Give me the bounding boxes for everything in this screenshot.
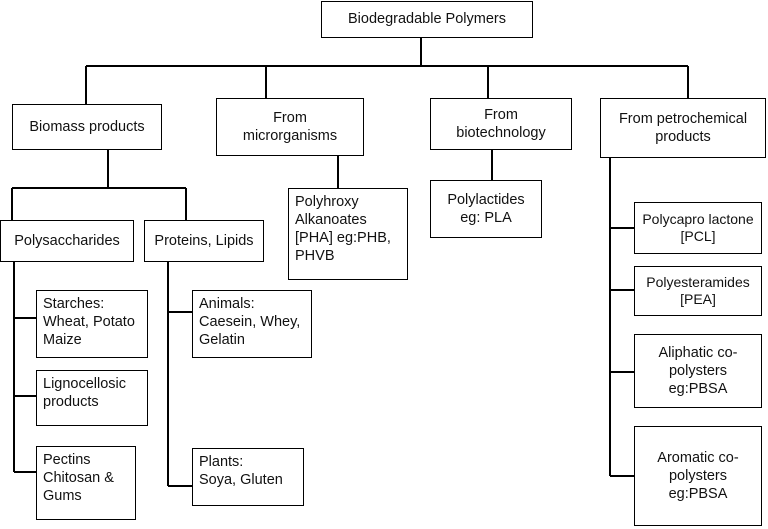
proteins-lipids-label: Proteins, Lipids — [154, 232, 254, 249]
starches-label: Starches: Wheat, Potato Maize — [43, 296, 135, 349]
category-biomass-products: Biomass products — [12, 104, 162, 150]
plants-node: Plants: Soya, Gluten — [192, 448, 304, 506]
biotechnology-label: From biotechnology — [456, 106, 546, 141]
starches-node: Starches: Wheat, Potato Maize — [36, 290, 148, 358]
pea-node: Polyesteramides [PEA] — [634, 266, 762, 316]
aromatic-label: Aromatic co- polysters eg:PBSA — [657, 449, 739, 503]
lignocellosic-node: Lignocellosic products — [36, 370, 148, 426]
proteins-lipids-node: Proteins, Lipids — [144, 220, 264, 262]
pectins-label: Pectins Chitosan & Gums — [43, 452, 114, 505]
pla-label: Polylactides eg: PLA — [447, 191, 525, 226]
microorganisms-label: From microrganisms — [242, 109, 338, 144]
animals-node: Animals: Caesein, Whey, Gelatin — [192, 290, 312, 358]
category-from-petrochemical: From petrochemical products — [600, 98, 766, 158]
pla-node: Polylactides eg: PLA — [430, 180, 542, 238]
animals-label: Animals: Caesein, Whey, Gelatin — [199, 296, 301, 349]
aliphatic-node: Aliphatic co- polysters eg:PBSA — [634, 334, 762, 408]
category-from-biotechnology: From biotechnology — [430, 98, 572, 150]
polysaccharides-node: Polysaccharides — [0, 220, 134, 262]
category-from-microorganisms: From microrganisms — [216, 98, 364, 156]
pea-label: Polyesteramides [PEA] — [646, 273, 750, 308]
root-node: Biodegradable Polymers — [321, 1, 533, 38]
pectins-node: Pectins Chitosan & Gums — [36, 446, 136, 520]
polysaccharides-label: Polysaccharides — [14, 232, 120, 249]
pha-node: Polyhroxy Alkanoates [PHA] eg:PHB, PHVB — [288, 188, 408, 280]
petrochemical-label: From petrochemical products — [618, 110, 748, 145]
biomass-label: Biomass products — [29, 118, 145, 135]
aromatic-node: Aromatic co- polysters eg:PBSA — [634, 426, 762, 526]
root-label: Biodegradable Polymers — [348, 11, 506, 28]
aliphatic-label: Aliphatic co- polysters eg:PBSA — [658, 344, 738, 398]
pha-label: Polyhroxy Alkanoates [PHA] eg:PHB, PHVB — [295, 194, 391, 265]
lignocellosic-label: Lignocellosic products — [43, 376, 127, 411]
pcl-label: Polycapro lactone [PCL] — [642, 210, 754, 245]
plants-label: Plants: Soya, Gluten — [199, 454, 283, 489]
pcl-node: Polycapro lactone [PCL] — [634, 202, 762, 254]
